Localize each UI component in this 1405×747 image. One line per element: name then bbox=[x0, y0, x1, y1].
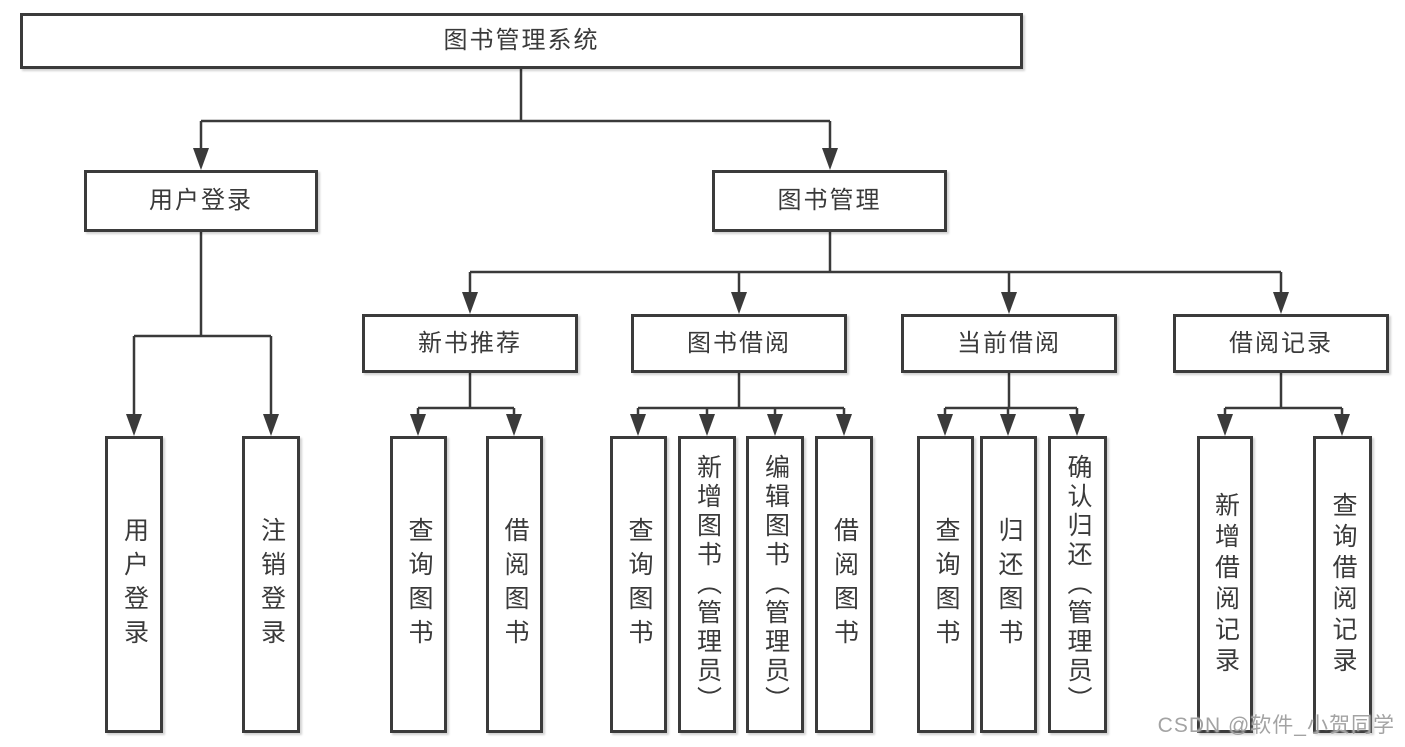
leaf-return-books: 归还图书 bbox=[980, 436, 1037, 733]
leaf-label: 归还图书 bbox=[995, 516, 1023, 653]
watermark-csdn: CSDN @软件_小贺同学 bbox=[1157, 714, 1395, 737]
node-label: 当前借阅 bbox=[957, 329, 1061, 357]
node-label: 用户登录 bbox=[149, 187, 253, 214]
leaf-query-books-borrowing: 查询图书 bbox=[610, 436, 667, 733]
leaf-label: 注销登录 bbox=[257, 516, 286, 653]
leaf-label: 查询图书 bbox=[625, 516, 653, 653]
leaf-confirm-return-admin: 确认归还（管理员） bbox=[1048, 436, 1107, 733]
leaf-add-borrow-record: 新增借阅记录 bbox=[1197, 436, 1253, 733]
node-current-borrowing: 当前借阅 bbox=[901, 314, 1117, 373]
node-label: 图书借阅 bbox=[687, 329, 791, 357]
leaf-label: 新增借阅记录 bbox=[1211, 491, 1240, 678]
node-label: 新书推荐 bbox=[418, 329, 522, 357]
leaf-label: 用户登录 bbox=[120, 516, 149, 653]
leaf-add-books-admin: 新增图书（管理员） bbox=[678, 436, 736, 733]
leaf-edit-books-admin: 编辑图书（管理员） bbox=[746, 436, 804, 733]
leaf-label: 借阅图书 bbox=[501, 516, 529, 653]
leaf-query-books-recommend: 查询图书 bbox=[390, 436, 447, 733]
leaf-label: 编辑图书（管理员） bbox=[761, 454, 790, 715]
node-book-borrowing: 图书借阅 bbox=[631, 314, 847, 373]
leaf-borrow-books-borrowing: 借阅图书 bbox=[815, 436, 873, 733]
node-library-management-system: 图书管理系统 bbox=[20, 13, 1023, 69]
leaf-query-borrow-record: 查询借阅记录 bbox=[1313, 436, 1372, 733]
node-label: 图书管理 bbox=[777, 187, 882, 214]
leaf-label: 查询图书 bbox=[932, 516, 960, 653]
leaf-query-books-current: 查询图书 bbox=[917, 436, 974, 733]
node-label: 图书管理系统 bbox=[443, 27, 600, 54]
leaf-label: 新增图书（管理员） bbox=[693, 454, 722, 715]
leaf-user-login: 用户登录 bbox=[105, 436, 163, 733]
node-user-login: 用户登录 bbox=[84, 170, 318, 232]
node-label: 借阅记录 bbox=[1229, 329, 1333, 357]
leaf-label: 借阅图书 bbox=[830, 516, 859, 653]
leaf-label: 查询借阅记录 bbox=[1329, 491, 1357, 678]
leaf-label: 确认归还（管理员） bbox=[1064, 454, 1092, 715]
leaf-borrow-books-recommend: 借阅图书 bbox=[486, 436, 543, 733]
node-new-book-recommendation: 新书推荐 bbox=[362, 314, 578, 373]
node-book-management: 图书管理 bbox=[712, 170, 947, 232]
node-borrowing-records: 借阅记录 bbox=[1173, 314, 1389, 373]
leaf-label: 查询图书 bbox=[405, 516, 433, 653]
leaf-logout: 注销登录 bbox=[242, 436, 300, 733]
